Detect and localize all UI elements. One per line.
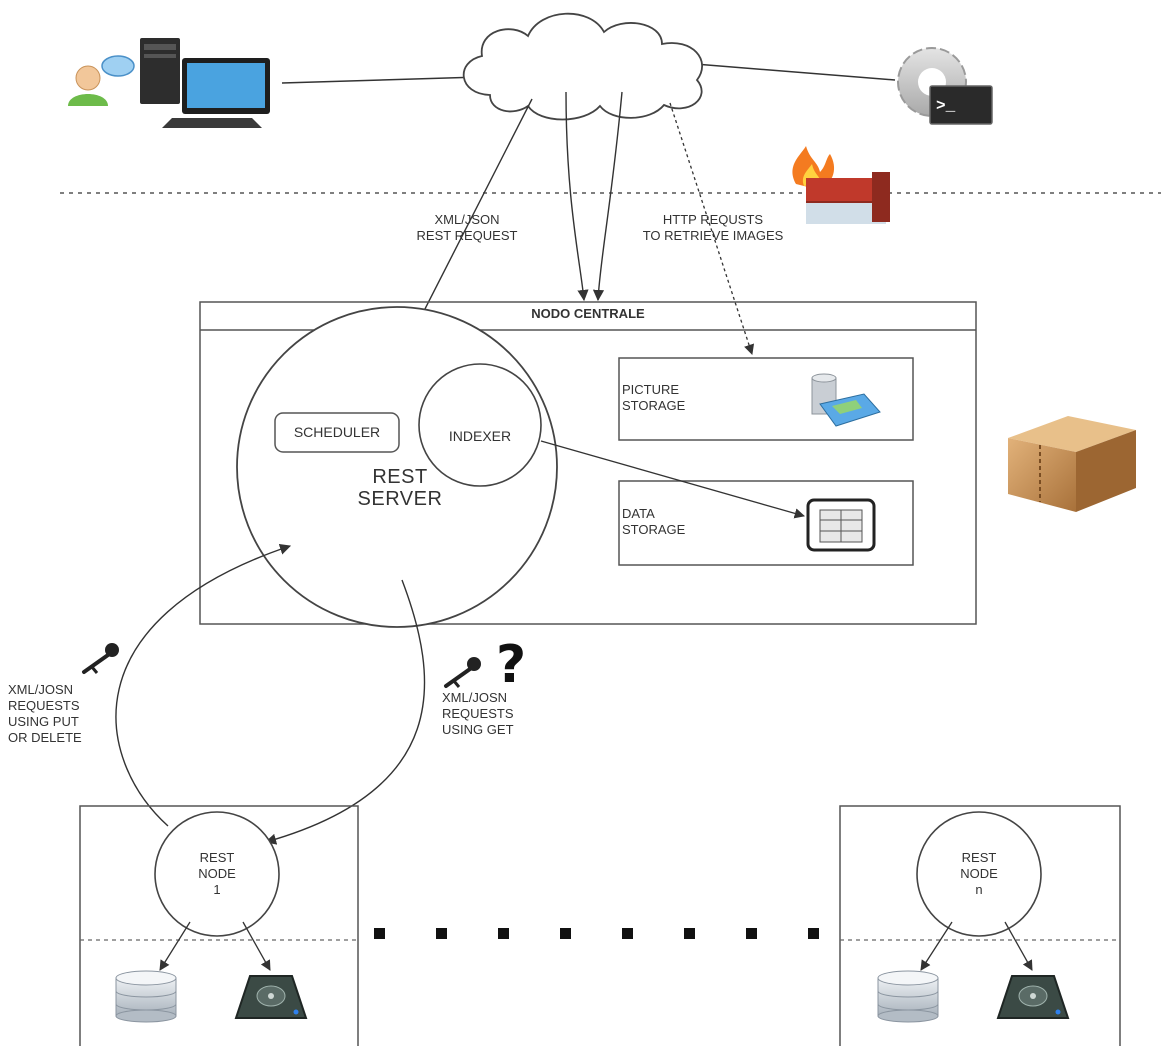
nodo-centrale-title: NODO CENTRALE [531,306,645,321]
http-images-arrow [669,102,755,355]
rest-node-1-label: REST NODE 1 [198,850,236,897]
package-box-icon [1008,416,1136,512]
indexer-label: INDEXER [448,428,512,444]
ellipsis-dots [374,928,819,939]
scheduler-box [274,412,400,453]
rest-node-1-circle [154,811,280,937]
put-delete-label: XML/JOSN REQUESTS USING PUT OR DELETE [8,682,82,745]
picture-storage-box [618,357,914,441]
cloud-icon [462,12,703,121]
node1-db-arrow [159,921,191,971]
rest-node-n-label: REST NODE n [960,850,998,897]
database-picture-icon [811,373,881,427]
get-arrow [264,579,426,845]
data-storage-box [618,480,914,566]
terminal-cloud-link [694,63,896,81]
hard-drive-icon [234,975,308,1019]
get-label: XML/JOSN REQUESTS USING GET [442,690,514,737]
key-icon [82,643,119,674]
user-computer-icon [68,38,270,128]
noden-db-arrow [920,921,953,971]
database-icon [115,970,177,1023]
put-delete-arrow [115,543,292,827]
key-icon [444,657,481,688]
rest-server-label: REST SERVER [357,466,443,510]
rest-node-n-box [839,805,1121,1046]
svg-text:>_: >_ [936,97,956,115]
node1-disk-arrow [242,921,271,971]
database-icon [877,970,939,1023]
hard-drive-icon [996,975,1070,1019]
client-cloud-link [281,76,481,84]
firewall-icon [792,146,890,224]
picture-storage-label: PICTURE STORAGE [622,382,686,413]
indexer-circle [418,363,542,487]
indexer-data-arrow [540,440,806,519]
question-mark-icon: ? [496,635,526,695]
gear-terminal-icon: >_ [897,47,993,125]
noden-disk-arrow [1004,921,1033,971]
rest-request-label: XML/JSON REST REQUEST [416,212,518,243]
cloud-central-arrow-1 [565,91,589,302]
data-storage-label: DATA STORAGE [622,506,686,537]
http-requests-label: HTTP REQUSTS TO RETRIEVE IMAGES [642,212,784,243]
data-table-icon [806,498,876,552]
scheduler-label: SCHEDULER [293,424,381,440]
rest-node-n-circle [916,811,1042,937]
rest-node-1-box [79,805,359,1046]
cloud-central-arrow-2 [592,91,623,302]
